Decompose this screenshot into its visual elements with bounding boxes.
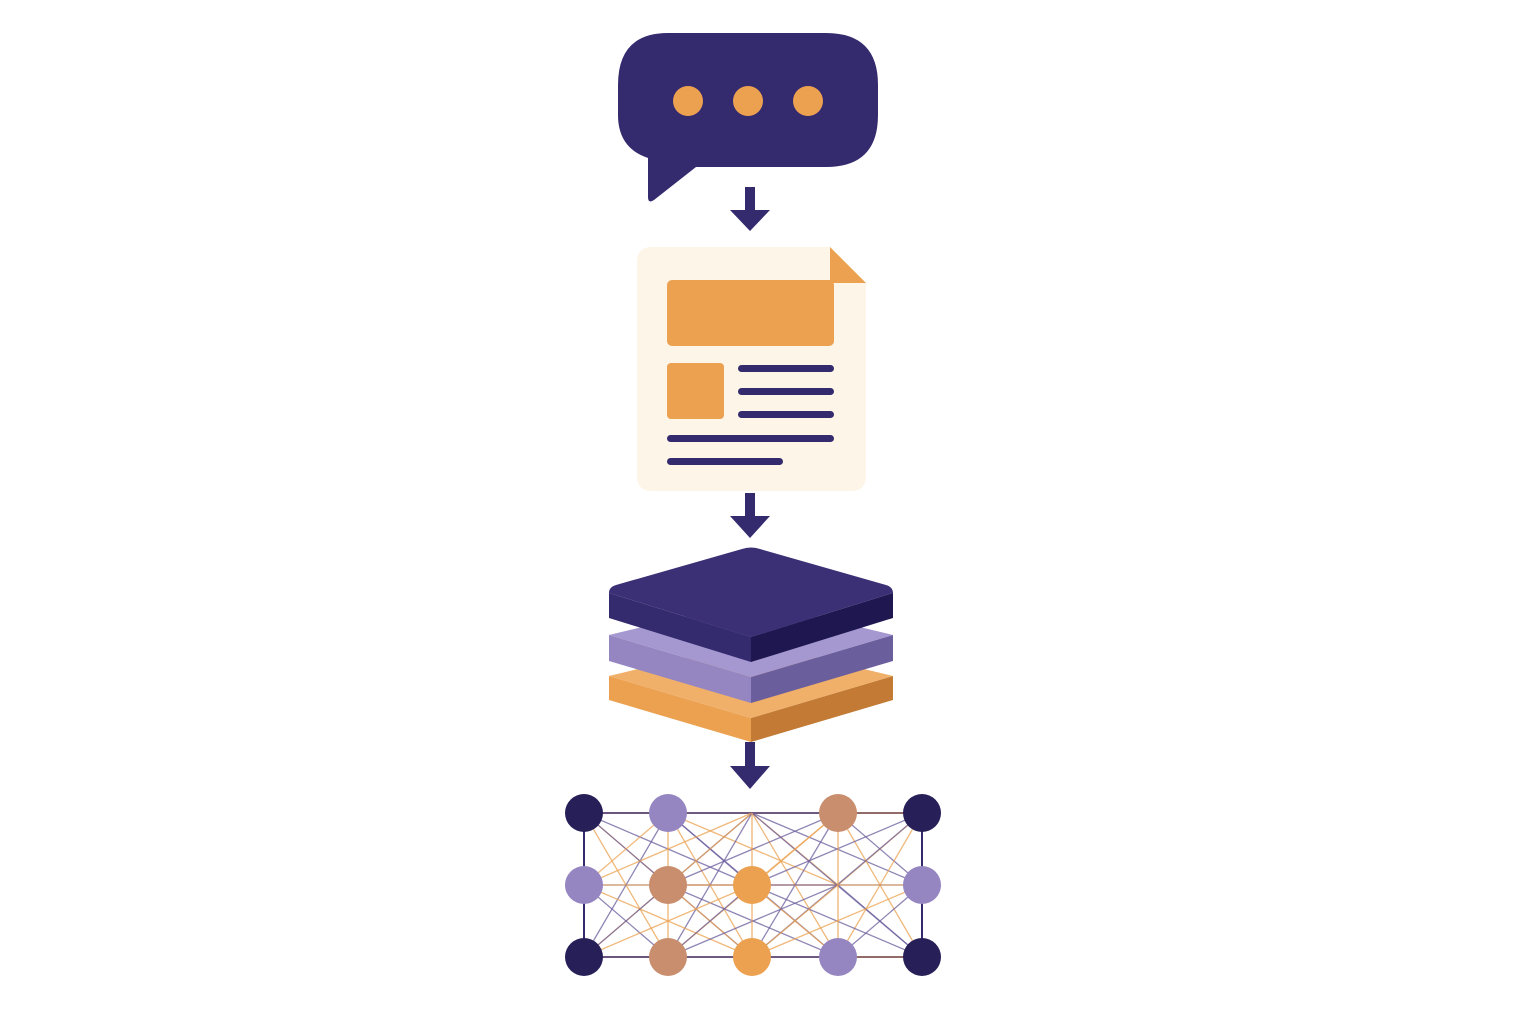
network-node: [565, 866, 603, 904]
chat-bubble-icon: [618, 33, 878, 202]
layer-stack-icon: [609, 547, 893, 744]
network-nodes: [565, 794, 941, 976]
network-node: [733, 938, 771, 976]
stack-layer-navy: [609, 547, 893, 662]
network-node: [733, 866, 771, 904]
chat-bubble-body: [618, 33, 878, 202]
network-node: [903, 866, 941, 904]
document-icon: [637, 247, 866, 491]
document-header-block: [667, 280, 834, 346]
network-node: [649, 794, 687, 832]
arrow-down-icon: [730, 493, 770, 538]
chat-dot: [673, 86, 703, 116]
document-fold-corner: [830, 247, 866, 283]
network-node: [649, 938, 687, 976]
document-text-line: [738, 388, 834, 395]
network-edge: [751, 884, 923, 958]
arrow-down-icon: [730, 742, 770, 789]
document-image-block: [667, 363, 724, 419]
network-node: [565, 938, 603, 976]
chat-dot: [793, 86, 823, 116]
network-edge: [667, 884, 839, 958]
network-edge: [667, 812, 839, 886]
network-edge: [751, 812, 923, 886]
network-node: [649, 866, 687, 904]
document-text-line: [738, 411, 834, 418]
document-text-line: [738, 365, 834, 372]
node-network-icon: [565, 794, 941, 976]
network-node: [903, 794, 941, 832]
network-node: [819, 794, 857, 832]
arrow-down-icon: [730, 187, 770, 231]
document-text-line: [667, 435, 834, 442]
network-node: [565, 794, 603, 832]
document-text-line: [667, 458, 783, 465]
network-node: [903, 938, 941, 976]
chat-dot: [733, 86, 763, 116]
network-node: [819, 938, 857, 976]
